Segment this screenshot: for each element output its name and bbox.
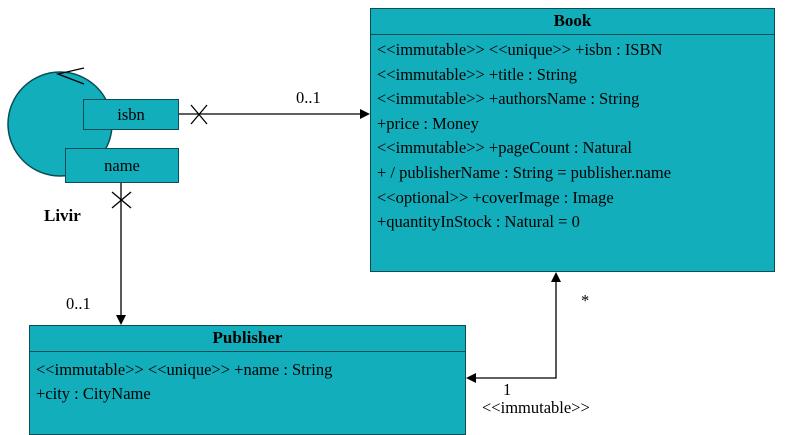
book-attribute: +price : Money <box>377 113 479 133</box>
publisher-arrowhead <box>116 315 126 325</box>
publisher-attribute: <<immutable>> <<unique>> +name : String <box>36 360 333 379</box>
name-publisher-multiplicity: 0..1 <box>66 294 91 313</box>
isbn-navigability-cross <box>190 104 208 125</box>
publisher-side-multiplicity: 1 <box>503 380 512 399</box>
publisher-book-stereotype: <<immutable>> <box>482 398 590 417</box>
book-up-arrowhead <box>551 272 561 282</box>
isbn-book-multiplicity: 0..1 <box>296 88 321 107</box>
publisher-attribute: +city : CityName <box>36 384 151 403</box>
publisher-attributes: <<immutable>> <<unique>> +name : String … <box>30 352 465 406</box>
publisher-class-name: Publisher <box>30 326 465 352</box>
publisher-left-arrowhead <box>466 373 476 383</box>
qualifier-name: name <box>65 148 179 183</box>
qualifier-isbn: isbn <box>83 99 179 130</box>
book-attribute: <<immutable>> <<unique>> +isbn : ISBN <box>377 40 663 59</box>
book-arrowhead <box>360 109 370 119</box>
book-class-name: Book <box>371 9 774 35</box>
book-attribute: <<immutable>> +title : String <box>377 64 578 84</box>
publisher-book-association-line <box>476 282 557 379</box>
book-attribute: <<optional>> +coverImage : Image <box>377 187 614 207</box>
publisher-class: Publisher <<immutable>> <<unique>> +name… <box>29 325 466 435</box>
book-attribute: <<immutable>> +pageCount : Natural <box>377 138 633 158</box>
livir-label: Livir <box>44 206 81 225</box>
book-side-multiplicity: * <box>581 291 590 310</box>
book-class: Book <<immutable>> <<unique>> +isbn : IS… <box>370 8 775 272</box>
name-navigability-cross <box>111 191 132 209</box>
book-attribute: <<immutable>> +authorsName : String <box>377 89 640 109</box>
book-attribute: +quantityInStock : Natural = 0 <box>377 212 580 232</box>
book-attributes: <<immutable>> <<unique>> +isbn : ISBN <<… <box>371 35 774 235</box>
book-attribute: + / publisherName : String = publisher.n… <box>377 162 672 182</box>
livir-actor-arrowhead <box>55 67 85 85</box>
